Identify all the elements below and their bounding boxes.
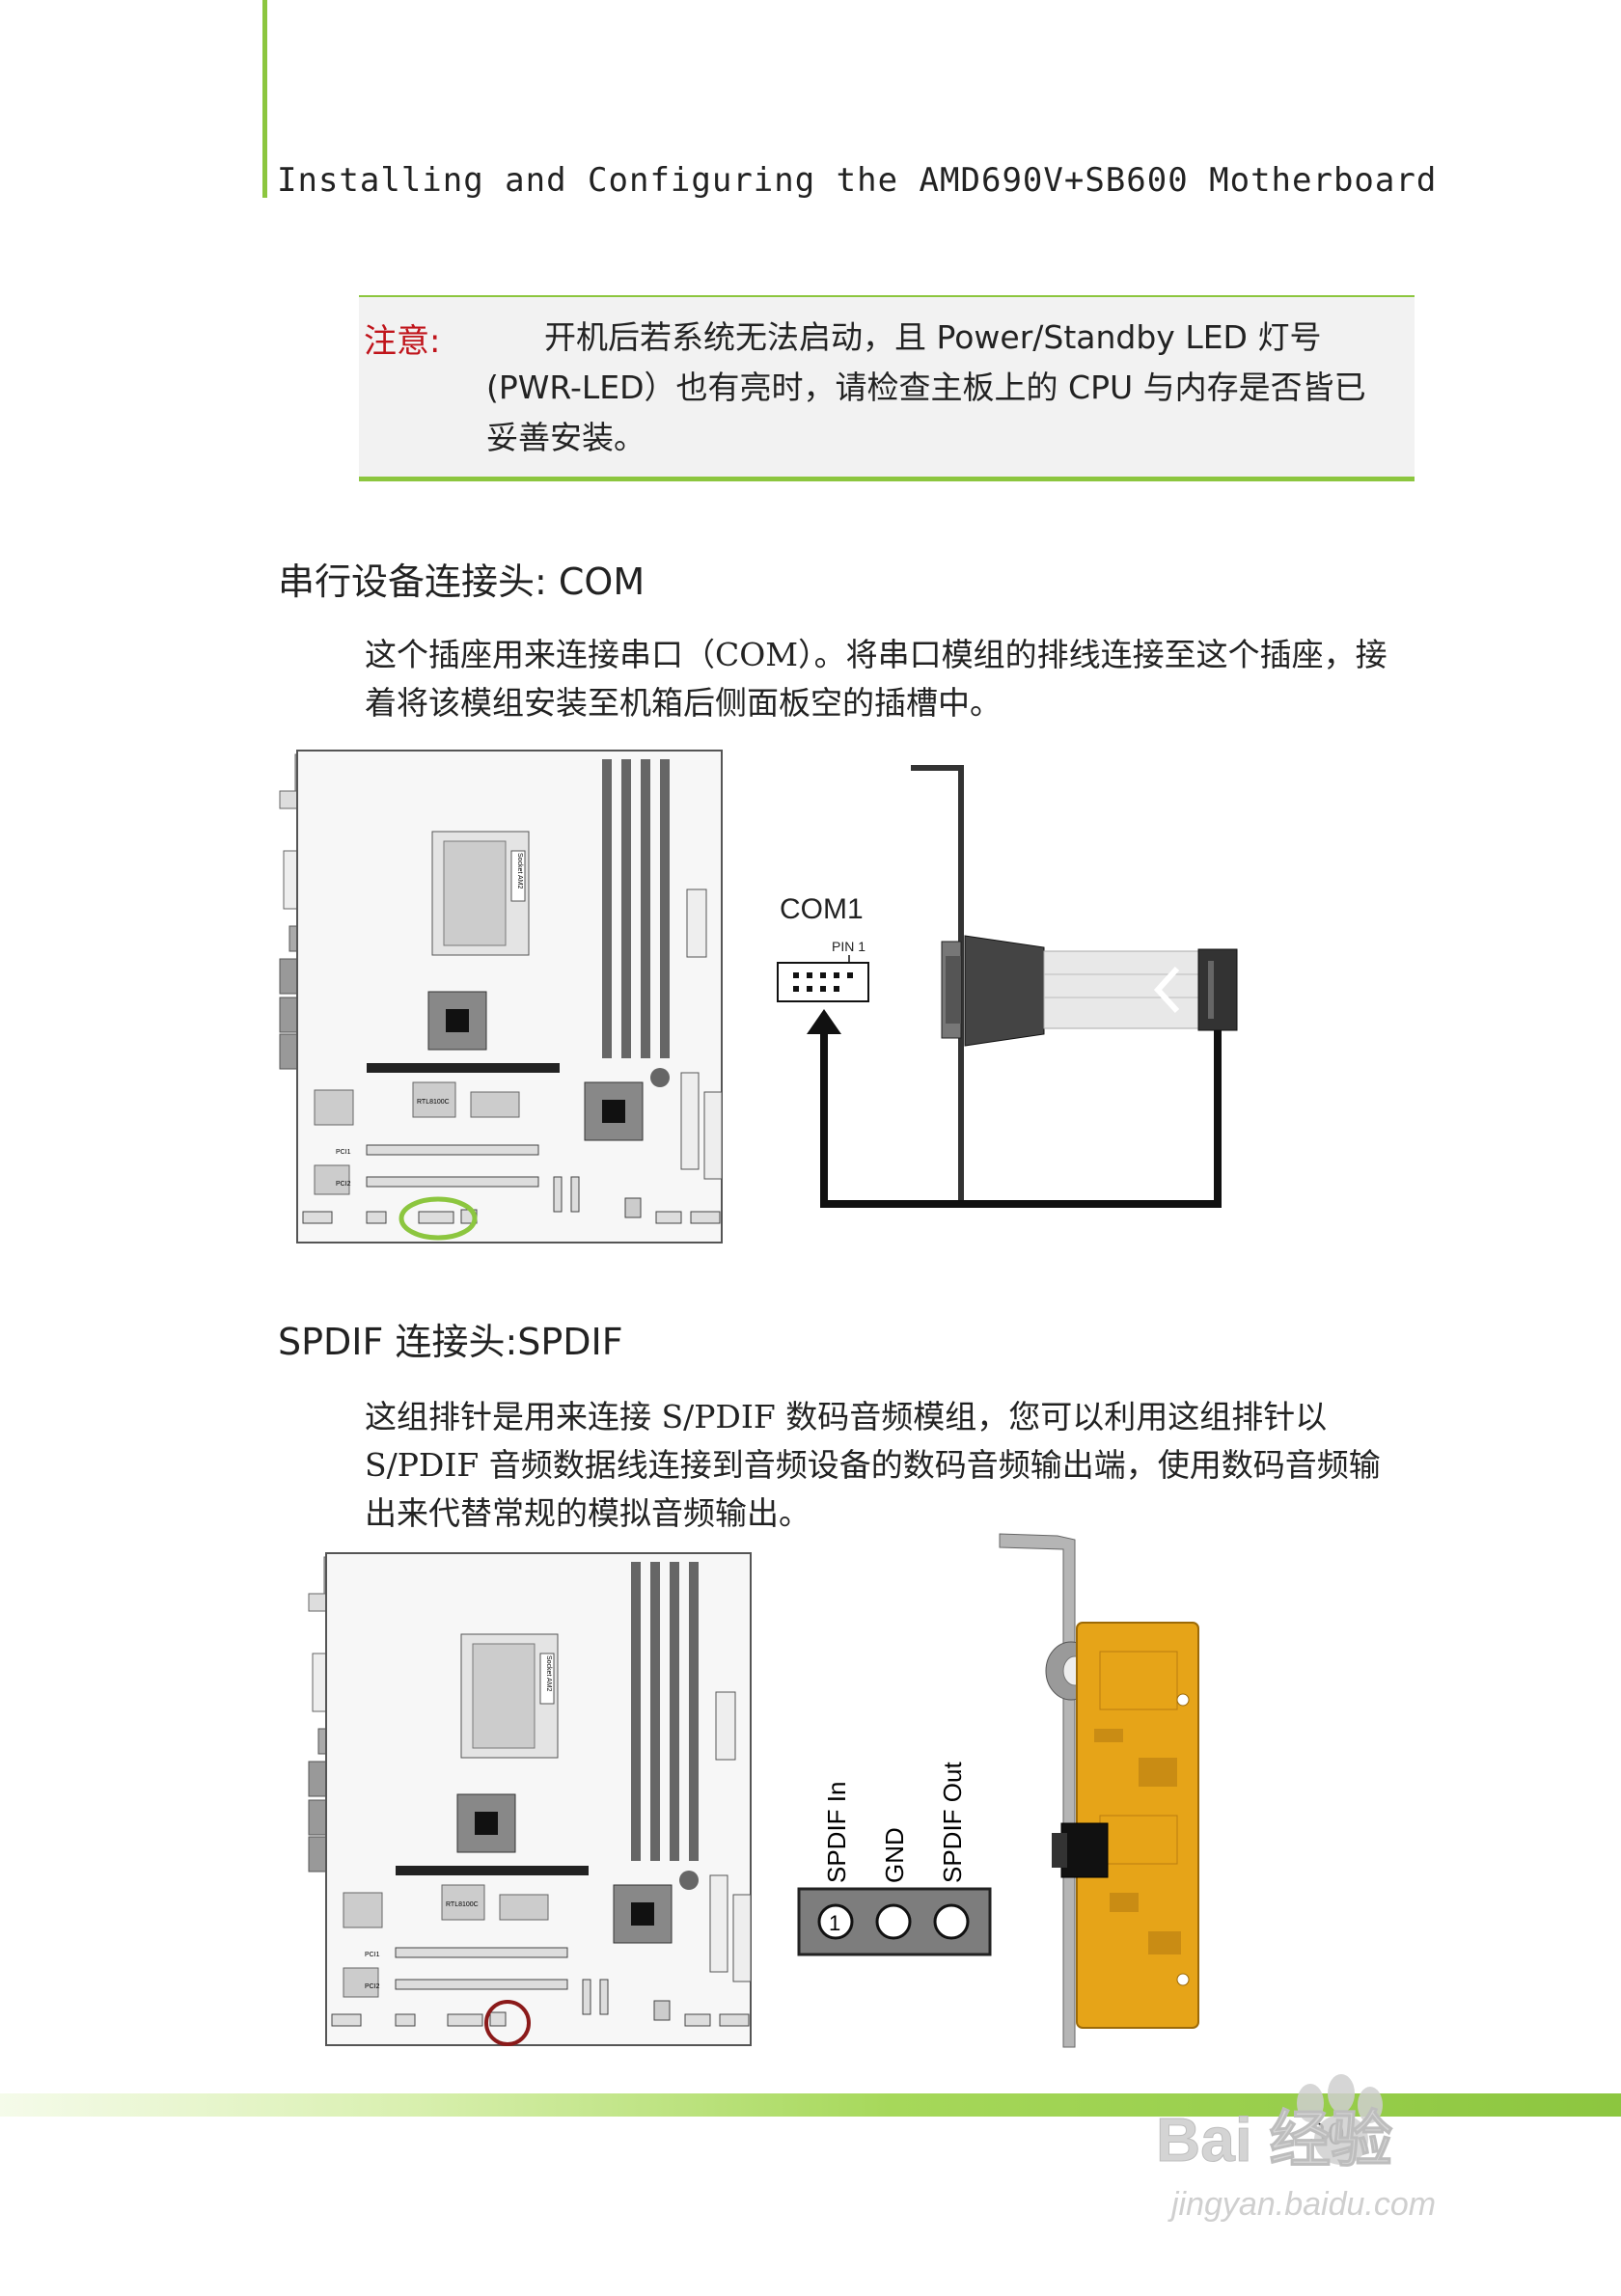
spdif-card-illustration	[999, 1533, 1199, 2048]
page-header: Installing and Configuring the AMD690V+S…	[277, 161, 1438, 200]
spdif-in-label: SPDIF In	[822, 1782, 851, 1883]
header-accent-line	[262, 0, 267, 198]
section-description-spdif: 这组排针是用来连接 S/PDIF 数码音频模组，您可以利用这组排针以 S/PDI…	[365, 1398, 1381, 1532]
note-label: 注意:	[364, 322, 441, 361]
section-title-spdif: SPDIF 连接头:SPDIF	[278, 1321, 623, 1363]
note-box: 注意: 开机后若系统无法启动，且 Power/Standby LED 灯号 (P…	[359, 295, 1415, 481]
cpu-socket-label: Socket AM2	[516, 853, 523, 888]
note-text: 开机后若系统无法启动，且 Power/Standby LED 灯号 (PWR-L…	[486, 318, 1366, 456]
baidu-watermark: Bai 经验 jingyan.baidu.com	[1156, 2074, 1436, 2223]
pci2-label-2: PCI2	[365, 1983, 380, 1990]
com1-label: COM1	[780, 893, 864, 925]
gnd-label: GND	[880, 1827, 909, 1883]
watermark-brand: Bai 经验	[1156, 2105, 1392, 2174]
spdif-highlight-circle	[484, 2000, 531, 2046]
pin1-label: PIN 1	[832, 939, 865, 954]
motherboard-diagram-com: Socket AM2 RTL8100C PCI1 PCI2	[279, 750, 723, 1244]
pci1-label-2: PCI1	[365, 1952, 380, 1958]
section-title-com: 串行设备连接头: COM	[278, 560, 646, 603]
pci2-label: PCI2	[336, 1181, 351, 1188]
com-connector-diagram: COM1 PIN 1	[777, 765, 1238, 1208]
lan-chip-label: RTL8100C	[417, 1099, 450, 1106]
lan-chip-label-2: RTL8100C	[446, 1901, 479, 1908]
cpu-socket-label-2: Socket AM2	[545, 1655, 552, 1691]
pin1-marker: 1	[829, 1911, 840, 1935]
pci1-label: PCI1	[336, 1149, 351, 1156]
com-highlight-circle	[398, 1196, 478, 1241]
spdif-out-label: SPDIF Out	[938, 1762, 967, 1883]
section-description-com: 这个插座用来连接串口（COM）。将串口模组的排线连接至这个插座，接着将该模组安装…	[365, 636, 1387, 722]
spdif-pin-diagram: SPDIF In GND SPDIF Out 1	[797, 1762, 992, 1956]
motherboard-diagram-spdif: Socket AM2 RTL8100C PCI1 PCI2	[308, 1552, 752, 2046]
watermark-url: jingyan.baidu.com	[1168, 2186, 1436, 2223]
